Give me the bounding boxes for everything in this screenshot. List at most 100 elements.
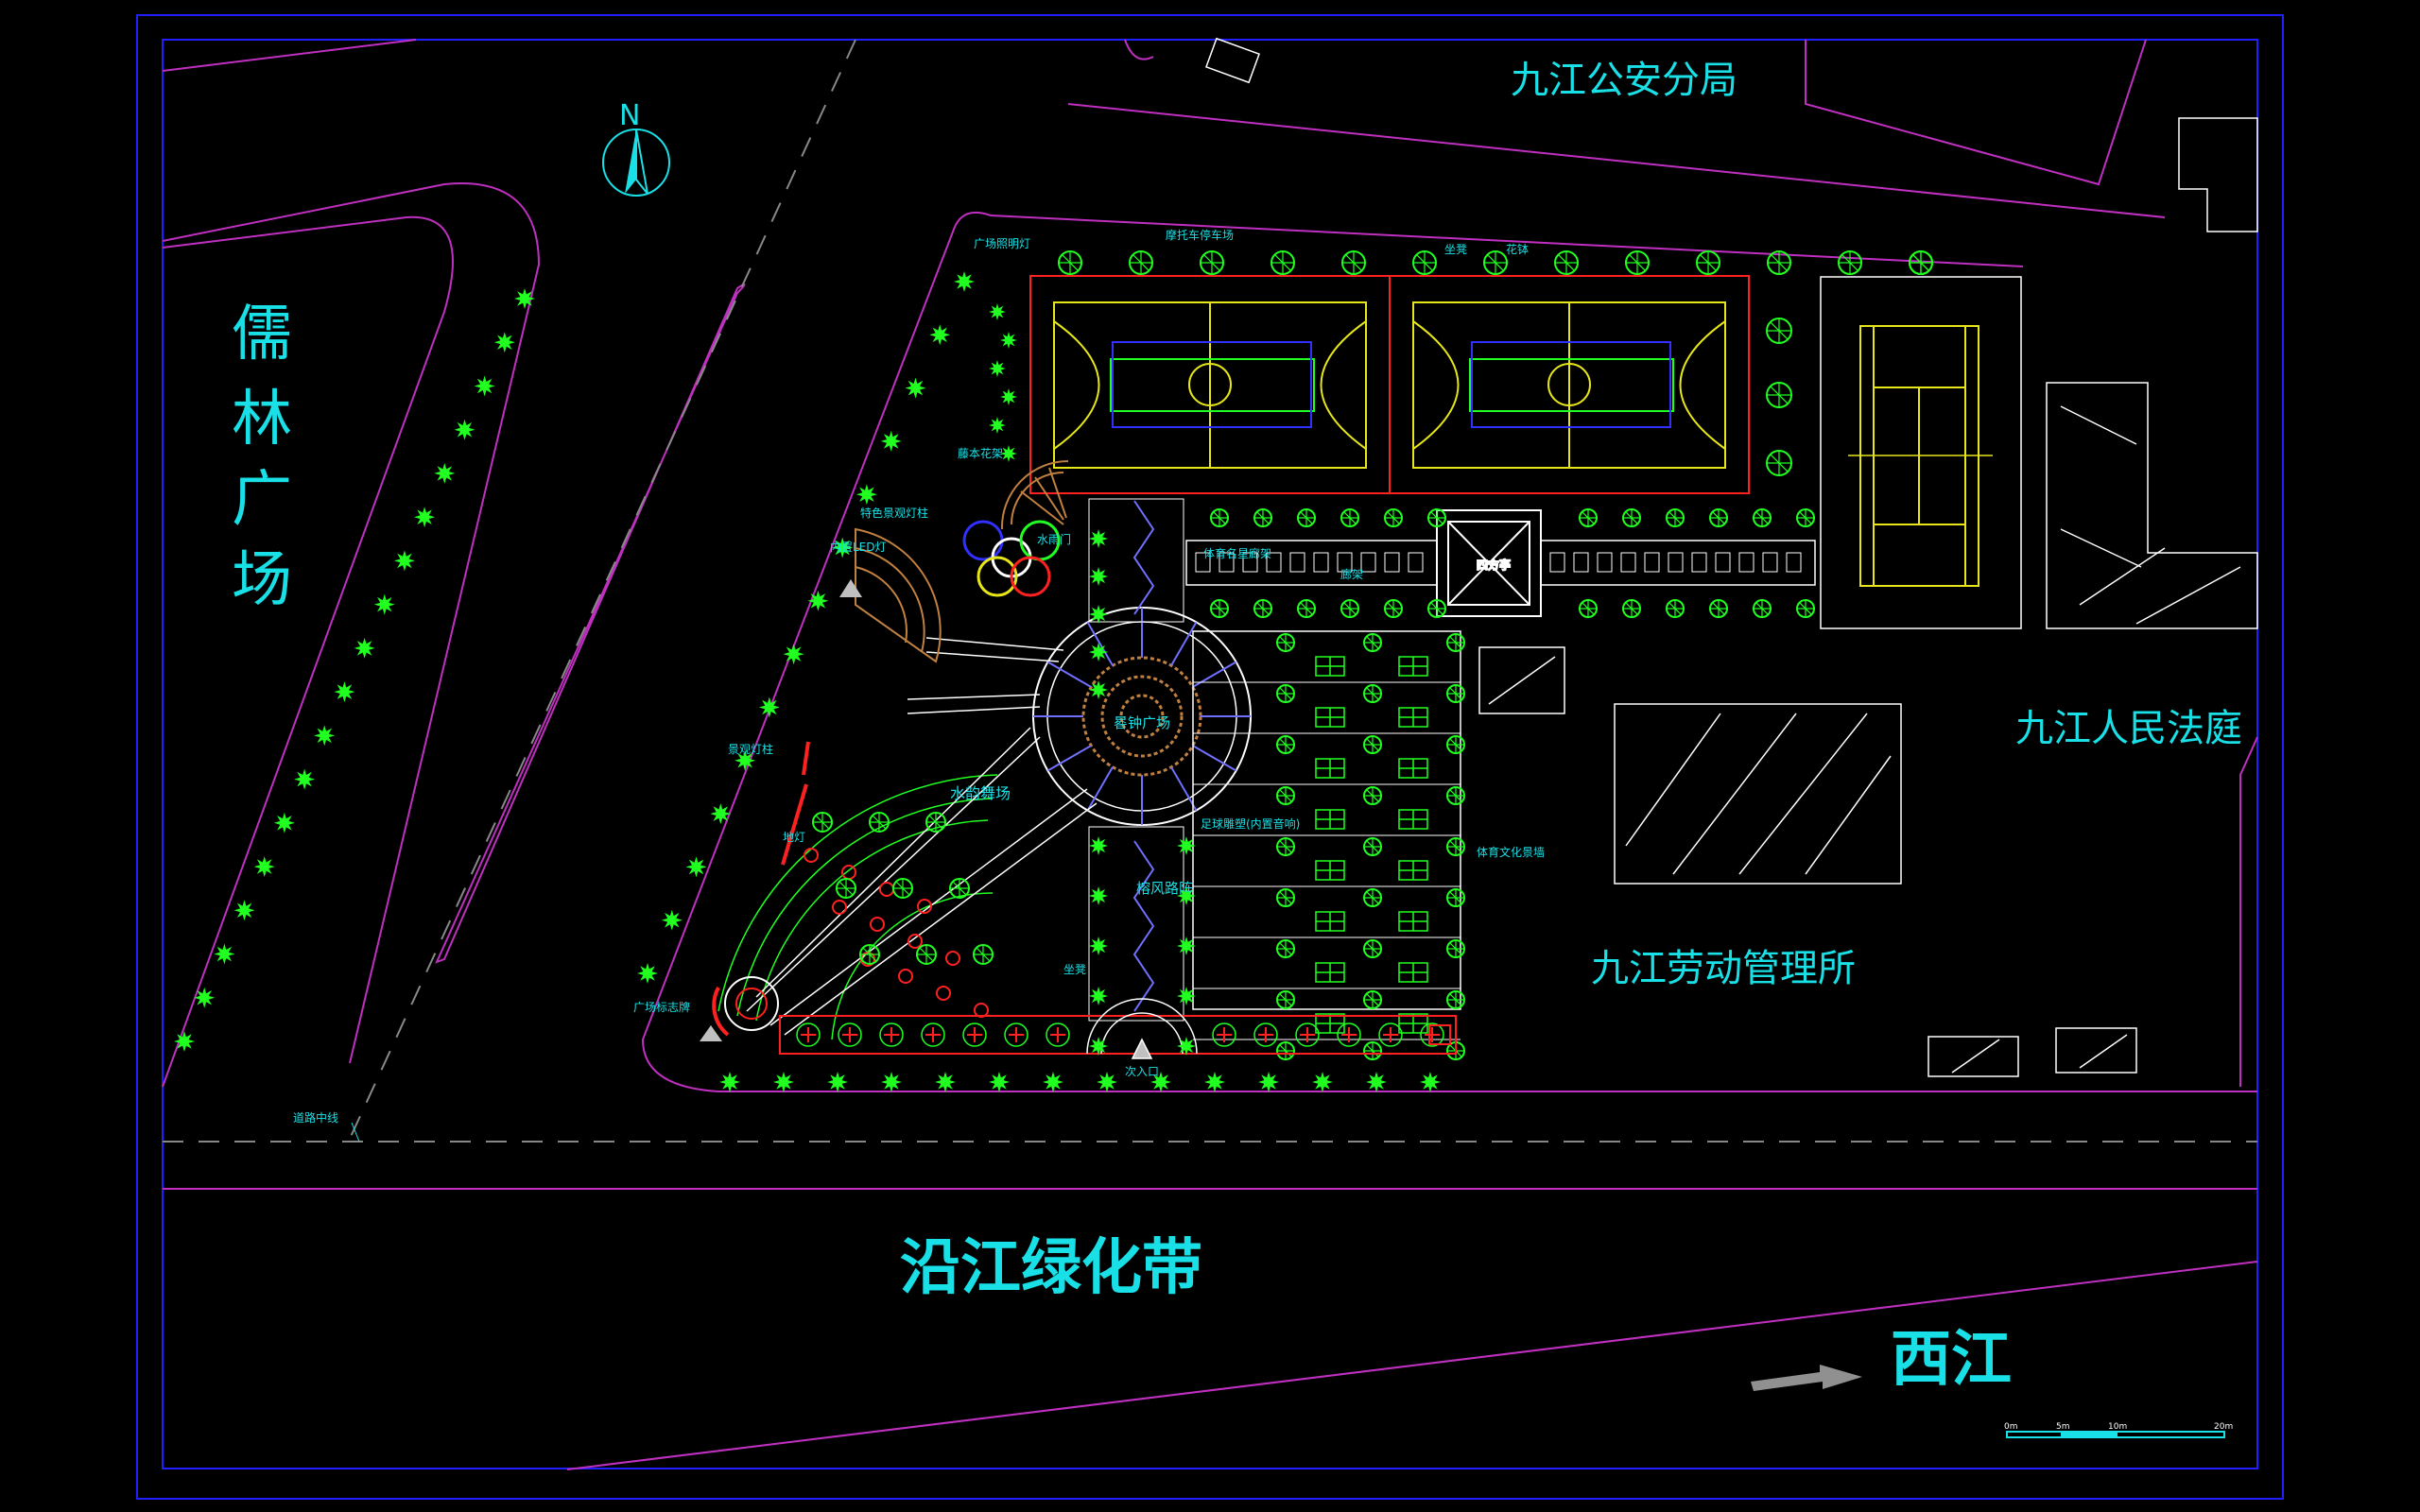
tree-icon: [1579, 508, 1598, 527]
tree-icon: [1446, 837, 1465, 856]
tree-icon: [1427, 599, 1446, 618]
plaza-sign: [700, 976, 779, 1041]
tree-icon: [1412, 250, 1437, 275]
note-flower-bowl: 花钵: [1506, 242, 1529, 256]
tree-icon: [1446, 633, 1465, 652]
note-landscape-lamp: 景观灯柱: [728, 742, 773, 756]
sports-gallery: [1185, 540, 1816, 586]
note-rose-trellis: 藤本花架: [958, 446, 1003, 460]
tree-icon: [710, 803, 732, 825]
scale-5: 5m: [2056, 1422, 2070, 1432]
drawing-frame: [136, 14, 2284, 1500]
tree-icon: [1766, 382, 1792, 408]
tree-icon: [1796, 508, 1815, 527]
tree-icon: [1363, 684, 1382, 703]
pavilion-label: 四方亭: [1477, 558, 1511, 572]
red-lamps: [781, 741, 994, 1018]
tree-icon: [1177, 836, 1196, 855]
tree-icon: [1766, 450, 1792, 476]
tree-icon: [493, 332, 515, 353]
basketball-courts: [1029, 275, 1750, 494]
tree-icon: [1058, 250, 1082, 275]
tree-icon: [1341, 250, 1366, 275]
note-led: 内置LED灯: [830, 541, 887, 554]
olympic-rings: [962, 520, 1061, 597]
tree-icon: [1666, 508, 1685, 527]
paved-grid: [1192, 630, 1465, 1060]
tree-icon: [1210, 508, 1229, 527]
tree-icon: [836, 878, 856, 899]
tree-icon: [1204, 1072, 1225, 1092]
tree-icon: [514, 288, 535, 309]
tree-icon: [1483, 250, 1508, 275]
tree-icon: [1625, 250, 1650, 275]
tree-icon: [1089, 1037, 1108, 1056]
tree-icon: [989, 360, 1006, 377]
note-road-center: 道路中线: [293, 1110, 338, 1125]
note-seat: 坐凳: [1444, 242, 1467, 256]
tree-icon: [1276, 684, 1295, 703]
tree-icon: [294, 768, 316, 790]
tree-icon: [807, 590, 829, 611]
tree-icon: [929, 324, 951, 346]
tree-icon: [1276, 939, 1295, 958]
bottom-strip: [779, 1015, 1457, 1055]
tree-icon: [1446, 990, 1465, 1009]
tree-icon: [1446, 684, 1465, 703]
tree-icon: [1363, 633, 1382, 652]
tree-icon: [1709, 599, 1728, 618]
street-trees-west: [174, 288, 535, 1052]
tree-icon: [812, 812, 833, 833]
tree-icon: [1276, 888, 1295, 907]
tree-icon: [1363, 786, 1382, 805]
tree-icon: [1363, 888, 1382, 907]
tree-icon: [1446, 786, 1465, 805]
river-flow-arrow: [1751, 1365, 1862, 1391]
tree-icon: [1297, 599, 1316, 618]
tree-icon: [1210, 599, 1229, 618]
tree-icon: [973, 944, 994, 965]
tree-icon: [1297, 508, 1316, 527]
tree-icon: [1446, 735, 1465, 754]
site-trees: [637, 271, 1441, 1092]
tree-icon: [661, 909, 683, 931]
tree-icon: [1384, 599, 1403, 618]
tree-icon: [1258, 1072, 1279, 1092]
tree-icon: [1177, 987, 1196, 1005]
note-plaza-sign: 广场标志牌: [633, 1001, 690, 1014]
tree-icon: [1420, 1072, 1441, 1092]
tree-icon: [1177, 886, 1196, 905]
tree-icon: [1838, 250, 1862, 275]
scale-10: 10m: [2108, 1422, 2127, 1432]
tree-icon: [1363, 1041, 1382, 1060]
tree-icon: [434, 462, 456, 484]
note-ball-sculpture: 足球雕塑(内置音响): [1201, 816, 1300, 831]
tree-icon: [474, 375, 495, 397]
tree-icon: [881, 1072, 902, 1092]
tree-icon: [1340, 508, 1359, 527]
tree-icon: [1200, 250, 1224, 275]
tree-icon: [1554, 250, 1579, 275]
tree-icon: [1270, 250, 1295, 275]
wedge-garden: [717, 774, 998, 1040]
tree-icon: [989, 1072, 1010, 1092]
tree-icon: [859, 944, 880, 965]
river-label: 西江: [1891, 1325, 2012, 1395]
park-site: 四方亭: [637, 250, 2022, 1092]
tree-icon: [989, 417, 1006, 434]
tree-icon: [393, 550, 415, 572]
tree-icon: [719, 1072, 740, 1092]
tree-icon: [1177, 936, 1196, 955]
lamp-plaza-marker: [839, 579, 862, 597]
note-plaza-light: 广场照明灯: [974, 237, 1030, 250]
tree-icon: [1043, 1072, 1063, 1092]
tree-icon: [1796, 599, 1815, 618]
tree-icon: [685, 856, 707, 878]
note-sports-gallery: 体育名星廊架: [1203, 546, 1271, 560]
tree-row-top: [1058, 250, 1933, 275]
tree-icon: [1579, 599, 1598, 618]
tree-icon: [1666, 599, 1685, 618]
tree-icon: [373, 593, 395, 615]
tree-icon: [989, 303, 1006, 320]
tree-icon: [1446, 888, 1465, 907]
